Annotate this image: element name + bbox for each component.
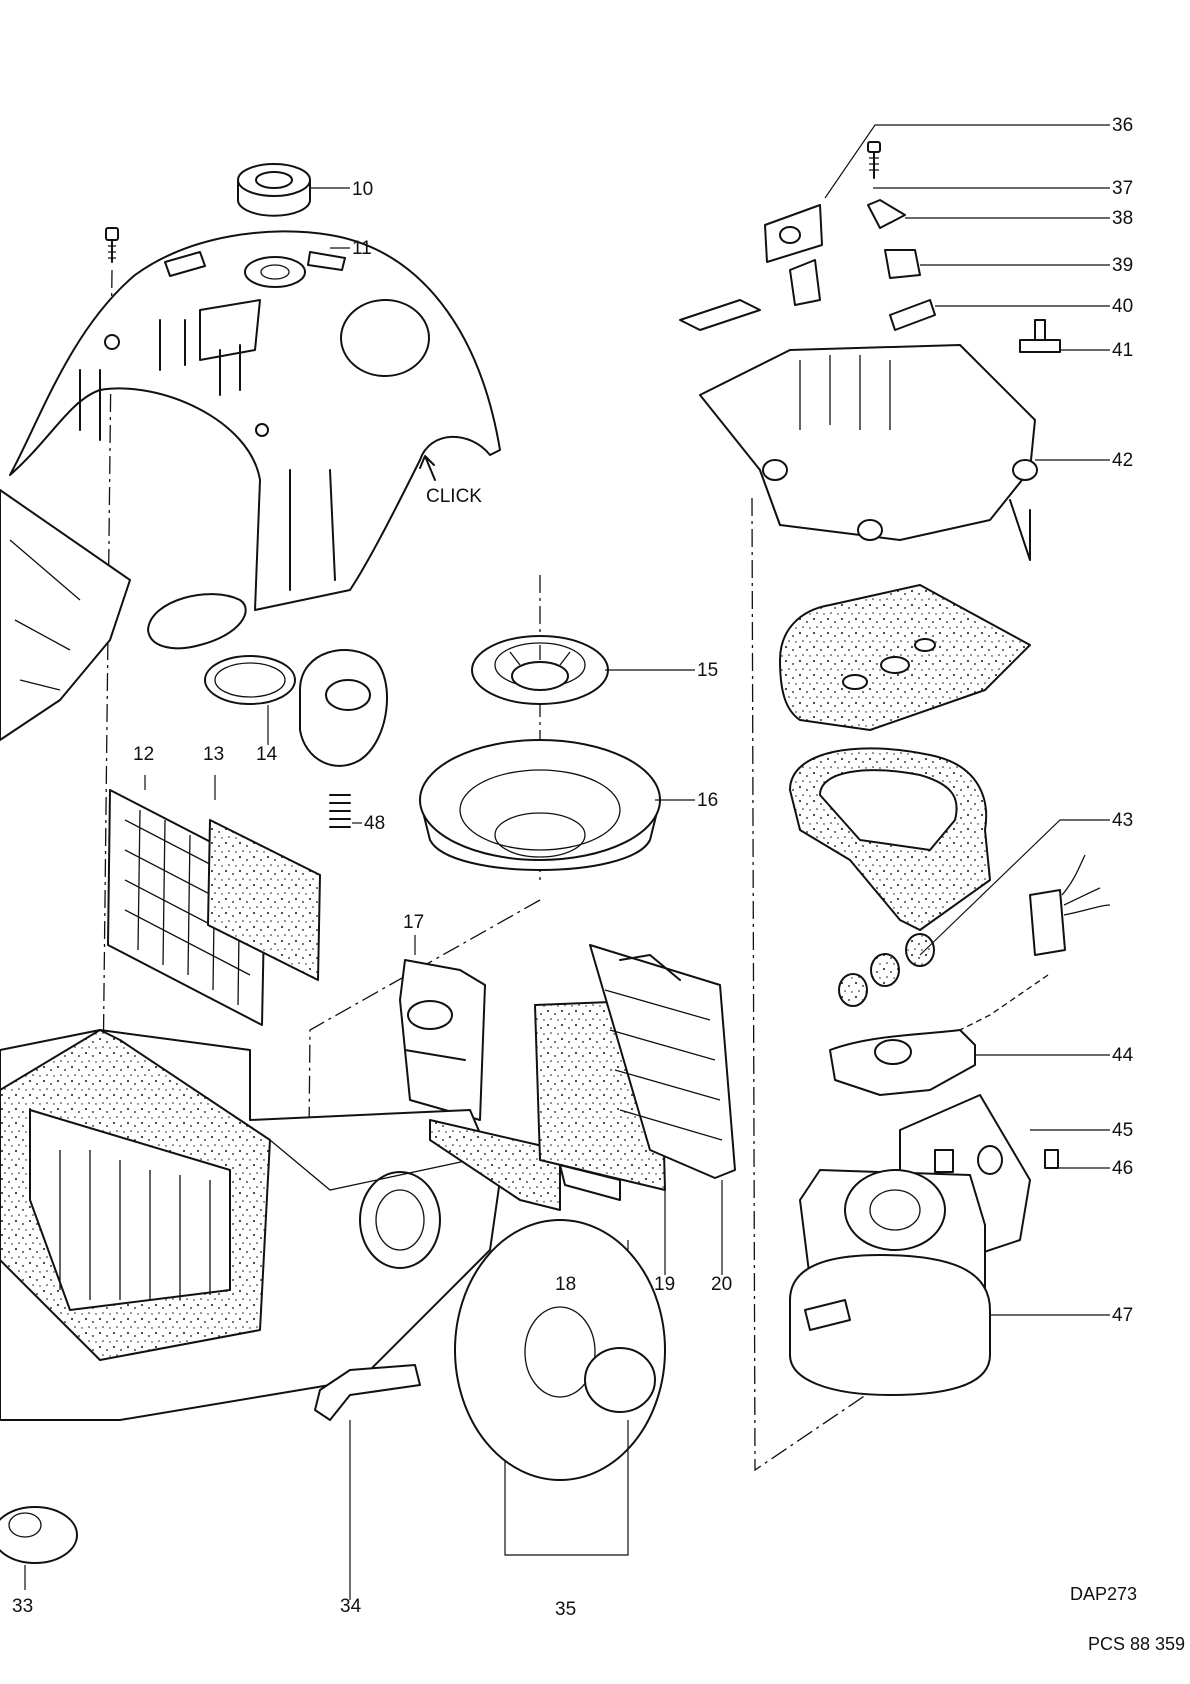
callout-16: 16 xyxy=(697,790,718,811)
callout-38: 38 xyxy=(1112,208,1133,229)
callout-43: 43 xyxy=(1112,810,1133,831)
click-annotation: CLICK xyxy=(426,486,482,507)
callout-36: 36 xyxy=(1112,115,1133,136)
click-arrow xyxy=(420,456,435,480)
callout-45: 45 xyxy=(1112,1120,1133,1141)
spring-48 xyxy=(330,795,350,827)
brushes-43 xyxy=(839,934,934,1006)
callout-46: 46 xyxy=(1112,1158,1133,1179)
connector xyxy=(1030,855,1110,955)
capacitor-39 xyxy=(885,250,920,278)
callout-15: 15 xyxy=(697,660,718,681)
dust-bag xyxy=(0,490,130,740)
callout-40: 40 xyxy=(1112,296,1133,317)
button-41 xyxy=(1020,320,1060,352)
caster-33 xyxy=(0,1507,77,1563)
callout-48: 48 xyxy=(364,813,385,834)
screw-36 xyxy=(868,142,880,178)
document-code: PCS 88 359 xyxy=(1088,1634,1185,1654)
callout-42: 42 xyxy=(1112,450,1133,471)
wire-dash-44 xyxy=(960,975,1048,1030)
callout-10: 10 xyxy=(352,179,373,200)
fan-cover-44 xyxy=(830,1030,975,1095)
callout-47: 47 xyxy=(1112,1305,1133,1326)
seal-ring-16 xyxy=(420,740,660,870)
clip-38 xyxy=(868,200,905,228)
callout-13: 13 xyxy=(203,744,224,765)
callout-12: 12 xyxy=(133,744,154,765)
switch-37 xyxy=(765,205,822,262)
screw-left xyxy=(106,228,118,262)
top-plate-42 xyxy=(700,345,1037,560)
callout-19: 19 xyxy=(654,1274,675,1295)
callout-35: 35 xyxy=(555,1599,576,1620)
wheel-35 xyxy=(455,1220,665,1480)
callout-11: 11 xyxy=(352,238,372,259)
contact-40 xyxy=(890,300,935,330)
callout-44: 44 xyxy=(1112,1045,1134,1066)
callout-20: 20 xyxy=(711,1274,732,1295)
axis-screw-left xyxy=(103,270,112,1080)
drawing-code: DAP273 xyxy=(1070,1584,1137,1604)
callout-37: 37 xyxy=(1112,178,1133,199)
cap-10 xyxy=(238,164,310,216)
callout-41: 41 xyxy=(1112,340,1133,361)
part-lever xyxy=(680,260,820,330)
callout-39: 39 xyxy=(1112,255,1133,276)
callout-33: 33 xyxy=(12,1596,33,1617)
foam-plate xyxy=(780,585,1030,730)
motor-47 xyxy=(790,1170,990,1395)
callout-34: 34 xyxy=(340,1596,362,1617)
adaptor-17 xyxy=(400,960,485,1120)
callout-14: 14 xyxy=(256,744,278,765)
callout-17: 17 xyxy=(403,912,424,933)
terminal-46 xyxy=(1045,1150,1058,1168)
foam-bowl xyxy=(790,748,990,930)
grommet-15 xyxy=(472,636,608,704)
callout-18: 18 xyxy=(555,1274,576,1295)
